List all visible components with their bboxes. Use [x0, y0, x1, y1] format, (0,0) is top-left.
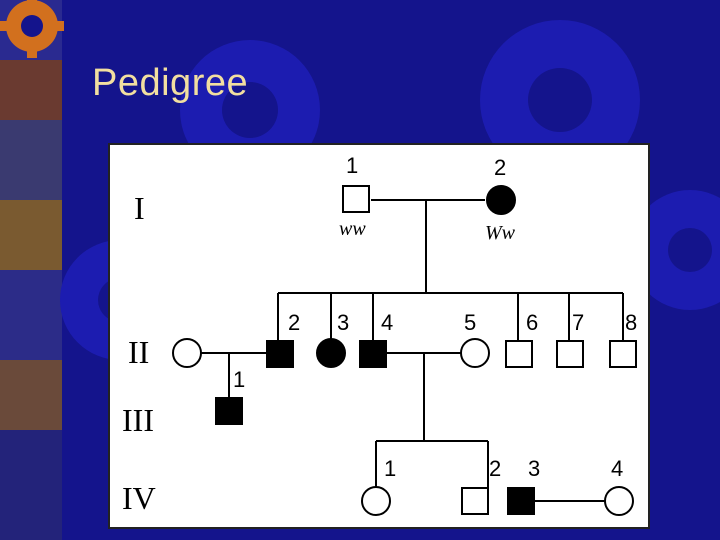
individual-number-II-2: 2	[288, 310, 300, 335]
female-unaffected-symbol	[172, 338, 202, 368]
individual-number-II-3: 3	[337, 310, 349, 335]
female-affected-symbol	[486, 185, 516, 215]
chart-panel	[108, 143, 650, 529]
individual-number-IV-3: 3	[528, 456, 540, 481]
individual-number-IV-2: 2	[489, 456, 501, 481]
individual-number-III-1: 1	[233, 367, 245, 392]
individual-number-II-4: 4	[381, 310, 393, 335]
individual-number-II-6: 6	[526, 310, 538, 335]
individual-number-I-1: 1	[346, 153, 358, 178]
pedigree-chart: I II III IV 1 2 ww Ww	[108, 143, 650, 529]
individual-number-IV-1: 1	[384, 456, 396, 481]
genotype-label-I-2: Ww	[485, 222, 516, 244]
individual-number-II-7: 7	[572, 310, 584, 335]
genotype-label-I-1: ww	[339, 218, 366, 240]
generation-label-III: III	[122, 402, 154, 438]
male-unaffected-symbol	[556, 340, 584, 368]
slide-title: Pedigree	[92, 62, 249, 104]
female-unaffected-symbol	[361, 486, 391, 516]
male-affected-symbol	[359, 340, 387, 368]
individual-number-IV-4: 4	[611, 456, 623, 481]
generation-label-II: II	[128, 334, 149, 370]
female-unaffected-symbol	[604, 486, 634, 516]
male-affected-symbol	[215, 397, 243, 425]
generation-label-I: I	[134, 190, 145, 226]
male-unaffected-symbol	[609, 340, 637, 368]
individual-number-I-2: 2	[494, 155, 506, 180]
individual-number-II-8: 8	[625, 310, 637, 335]
male-unaffected-symbol	[342, 185, 370, 213]
generation-label-IV: IV	[122, 480, 156, 516]
female-unaffected-symbol	[460, 338, 490, 368]
male-unaffected-symbol	[505, 340, 533, 368]
male-affected-symbol	[507, 487, 535, 515]
male-unaffected-symbol	[461, 487, 489, 515]
gear-icon	[0, 0, 64, 58]
individual-number-II-5: 5	[464, 310, 476, 335]
male-affected-symbol	[266, 340, 294, 368]
female-affected-symbol	[316, 338, 346, 368]
pedigree-lines	[190, 199, 624, 502]
